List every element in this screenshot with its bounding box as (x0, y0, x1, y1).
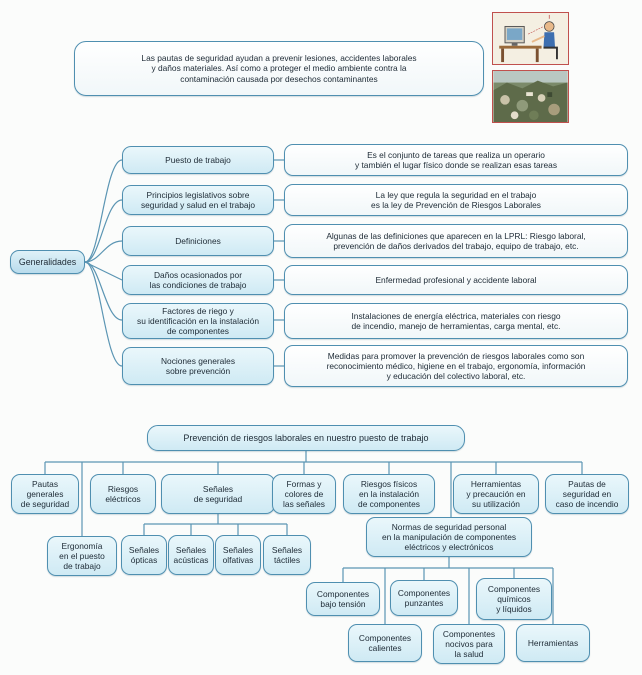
componente-caliente: Componentes calientes (348, 624, 422, 662)
componente-bajo-tension: Componentes bajo tensión (306, 582, 380, 616)
detail-definiciones: Algunas de las definiciones que aparecen… (284, 224, 628, 258)
branch-senales-de-seguridad: Señales de seguridad (161, 474, 275, 514)
ergonomia-node: Ergonomía en el puesto de trabajo (47, 536, 117, 576)
branch-pautas-incendio: Pautas de seguridad en caso de incendio (545, 474, 629, 514)
branch-herramientas: Herramientas y precaución en su utilizac… (453, 474, 539, 514)
branch-riesgos-fisicos: Riesgos físicos en la instalación de com… (343, 474, 435, 514)
topic-principios-legislativos: Principios legislativos sobre seguridad … (122, 185, 274, 215)
senal-optica-node: Señales ópticas (121, 535, 167, 575)
prevencion-title: Prevención de riesgos laborales en nuest… (147, 425, 465, 451)
topic-puesto-de-trabajo: Puesto de trabajo (122, 146, 274, 174)
computer-workstation-illustration (493, 13, 568, 64)
detail-factores-de-riesgo: Instalaciones de energía eléctrica, mate… (284, 303, 628, 339)
branch-riesgos-electricos: Riesgos eléctricos (90, 474, 156, 514)
detail-nociones-generales: Medidas para promover la prevención de r… (284, 345, 628, 387)
intro-box: Las pautas de seguridad ayudan a preveni… (74, 41, 484, 96)
branch-pautas-generales: Pautas generales de seguridad (11, 474, 79, 514)
componente-nocivo: Componentes nocivos para la salud (433, 624, 505, 664)
topic-factores-de-riesgo: Factores de riego y su identificación en… (122, 303, 274, 339)
waste-pile-photo (492, 70, 569, 123)
office-worker-photo (492, 12, 569, 65)
branch-formas-y-colores: Formas y colores de las señales (272, 474, 336, 514)
waste-dump-photo (493, 71, 568, 122)
generalidades-root: Generalidades (10, 250, 85, 274)
herramientas-node: Herramientas (516, 624, 590, 662)
detail-puesto-de-trabajo: Es el conjunto de tareas que realiza un … (284, 144, 628, 176)
componente-quimico: Componentes químicos y líquidos (476, 578, 552, 620)
topic-nociones-generales: Nociones generales sobre prevención (122, 347, 274, 385)
detail-danos-ocasionados: Enfermedad profesional y accidente labor… (284, 265, 628, 295)
senal-acustica-node: Señales acústicas (168, 535, 214, 575)
normas-seguridad-node: Normas de seguridad personal en la manip… (366, 517, 532, 557)
detail-principios-legislativos: La ley que regula la seguridad en el tra… (284, 184, 628, 216)
topic-danos-ocasionados: Daños ocasionados por las condiciones de… (122, 265, 274, 295)
topic-definiciones: Definiciones (122, 226, 274, 256)
senal-tactil-node: Señales táctiles (263, 535, 311, 575)
componente-punzante: Componentes punzantes (390, 580, 458, 616)
senal-olfativa-node: Señales olfativas (215, 535, 261, 575)
